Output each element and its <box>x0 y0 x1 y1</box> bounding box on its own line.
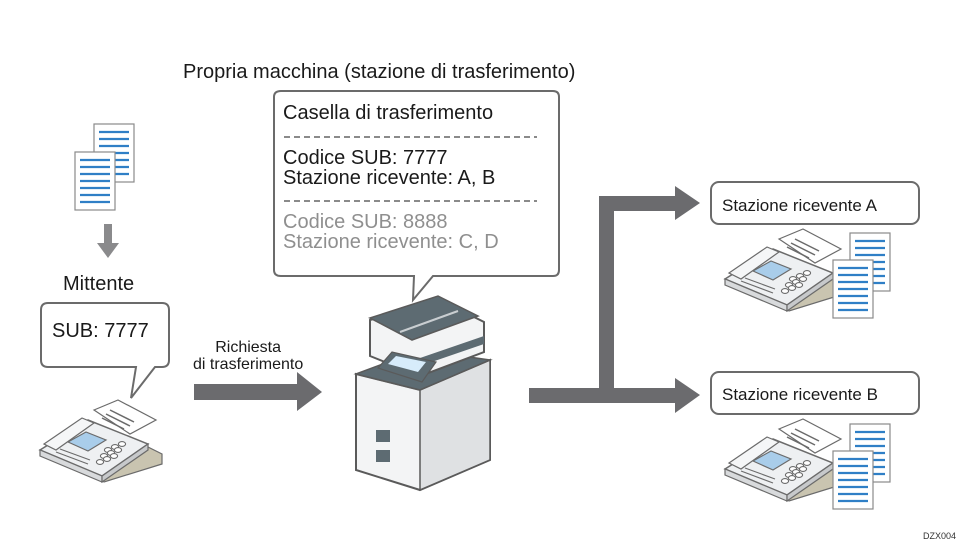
entry-stations-line: Stazione ricevente: C, D <box>283 231 499 253</box>
transfer-request-line1: Richiesta <box>215 339 282 356</box>
receiver-a-label-box <box>710 181 920 225</box>
transfer-box-callout <box>273 90 560 303</box>
branch-arrow <box>529 186 700 413</box>
sender-documents-icon <box>73 122 136 212</box>
entry-code-line: Codice SUB: 8888 <box>283 211 448 233</box>
receiver-b-documents-icon <box>831 422 892 511</box>
receiver-a-label: Stazione ricevente A <box>722 196 877 215</box>
entry-stations-line: Stazione ricevente: A, B <box>283 167 496 189</box>
sender-bubble-text: SUB: 7777 <box>52 320 149 342</box>
figure-code: DZX004 <box>923 531 957 541</box>
transfer-request-arrow <box>194 372 322 411</box>
transfer-request-line2: di trasferimento <box>193 355 304 373</box>
sender-fax-machine-icon <box>39 399 163 483</box>
entry-code-line: Codice SUB: 7777 <box>283 147 448 169</box>
receiver-b-label-box <box>710 371 920 415</box>
receiver-b-fax-machine-icon <box>724 418 848 502</box>
receiver-a-documents-icon <box>831 231 892 320</box>
down-arrow-icon <box>97 224 119 258</box>
multifunction-printer-icon <box>353 295 493 492</box>
transfer-box-heading: Casella di trasferimento <box>283 102 494 124</box>
station-title: Propria macchina (stazione di trasferime… <box>183 61 576 83</box>
transfer-request-label: Richiesta di trasferimento <box>193 339 304 374</box>
sender-label: Mittente <box>63 273 135 295</box>
sender-speech-bubble <box>40 302 170 399</box>
receiver-a-fax-machine-icon <box>724 228 848 312</box>
receiver-b-label: Stazione ricevente B <box>722 385 878 404</box>
